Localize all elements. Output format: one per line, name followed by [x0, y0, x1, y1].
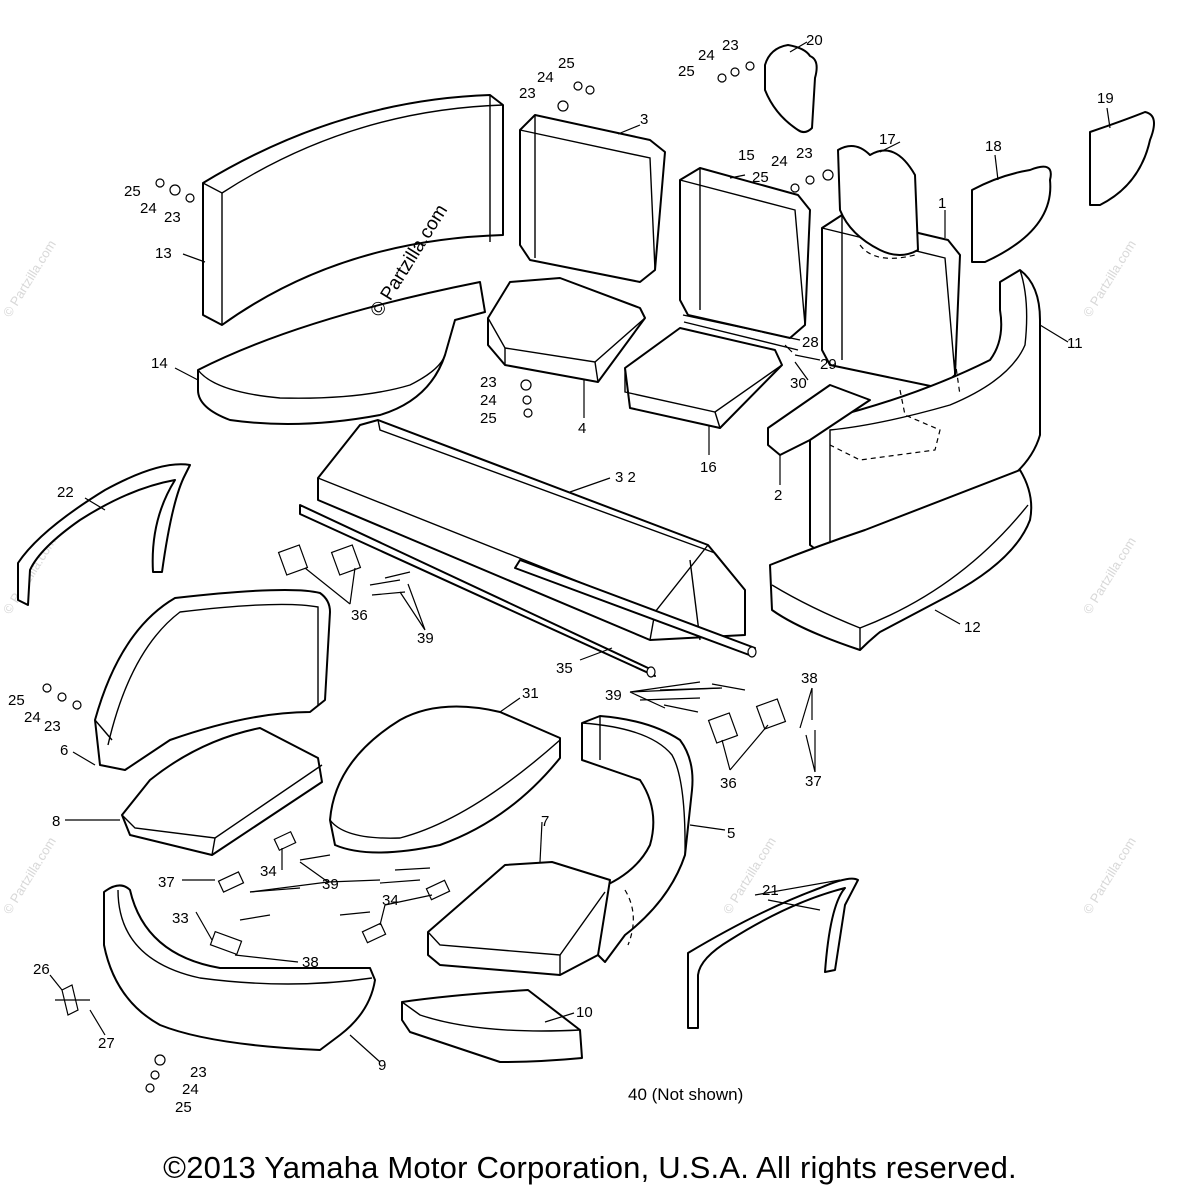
callout-label: 39 — [417, 630, 434, 647]
leader-lines — [49, 41, 1111, 1063]
part-28-strap — [682, 314, 801, 351]
callout-label: 19 — [1097, 90, 1114, 107]
part-7-seat — [427, 861, 611, 976]
callout-label: 25 — [8, 692, 25, 709]
watermark-faint: © Partzilla.com — [0, 834, 59, 916]
part-10-wedge — [401, 989, 583, 1063]
callout-label: 34 — [382, 892, 399, 909]
callout-label: 37 — [158, 874, 175, 891]
part-14-base-cushion — [197, 281, 486, 425]
callout-label: 23 — [796, 145, 813, 162]
callout-label: 7 — [541, 813, 549, 830]
callout-label: 5 — [727, 825, 735, 842]
part-19-panel — [1089, 111, 1155, 206]
callout-label: 11 — [1067, 335, 1083, 352]
callout-label: 24 — [182, 1081, 199, 1098]
callout-label: 1 — [938, 195, 946, 212]
watermark-faint: © Partzilla.com — [1080, 237, 1139, 319]
callout-label: 3 — [640, 111, 648, 128]
callout-label: 16 — [700, 459, 717, 476]
callout-label: 24 — [480, 392, 497, 409]
not-shown-note: 40 (Not shown) — [628, 1085, 743, 1104]
callout-label: 28 — [802, 334, 819, 351]
callout-label: 14 — [151, 355, 168, 372]
part-20-panel — [764, 44, 818, 134]
callout-label: 23 — [190, 1064, 207, 1081]
part-5-curved-back — [581, 715, 694, 963]
part-8-seat-cushion — [121, 727, 323, 856]
part-35-rod — [299, 504, 757, 678]
callout-label: 12 — [964, 619, 981, 636]
callout-label: 10 — [576, 1004, 593, 1021]
callout-label: 30 — [790, 375, 807, 392]
callout-label: 3 2 — [615, 469, 636, 486]
part-12-curved-base — [769, 469, 1033, 651]
callout-label: 21 — [762, 882, 779, 899]
callout-label: 29 — [820, 356, 837, 373]
copyright-footer: ©2013 Yamaha Motor Corporation, U.S.A. A… — [163, 1150, 1017, 1185]
callout-label: 6 — [60, 742, 68, 759]
part-15-back-cushion — [679, 167, 811, 339]
callout-label: 23 — [722, 37, 739, 54]
callout-label: 35 — [556, 660, 573, 677]
callout-label: 34 — [260, 863, 277, 880]
part-22-trim-panel — [17, 463, 191, 606]
part-31-cushion — [329, 705, 561, 854]
callout-label: 17 — [879, 131, 896, 148]
part-3-back-cushion — [519, 114, 666, 283]
callout-label: 9 — [378, 1057, 386, 1074]
part-6-back-cushion — [94, 588, 331, 771]
callout-label: 24 — [771, 153, 788, 170]
callout-label: 24 — [537, 69, 554, 86]
callout-label: 33 — [172, 910, 189, 927]
callout-label: 37 — [805, 773, 822, 790]
watermark-faint: © Partzilla.com — [1080, 834, 1139, 916]
hardware — [42, 61, 834, 1093]
callout-label: 23 — [44, 718, 61, 735]
part-18-panel — [971, 165, 1052, 263]
part-2-seat — [767, 384, 871, 456]
callout-label: 24 — [698, 47, 715, 64]
callout-label: 36 — [720, 775, 737, 792]
callout-label: 13 — [155, 245, 172, 262]
part-4-seat-cushion — [487, 277, 646, 383]
part-9-curved-front — [103, 884, 376, 1051]
watermark-faint: © Partzilla.com — [1080, 534, 1139, 616]
callout-label: 20 — [806, 32, 823, 49]
callout-label: 27 — [98, 1035, 115, 1052]
watermark-faint: © Partzilla.com — [720, 834, 779, 916]
callout-label: 24 — [24, 709, 41, 726]
callout-label: 22 — [57, 484, 74, 501]
callout-label: 15 — [738, 147, 755, 164]
callout-label: 23 — [164, 209, 181, 226]
part-13-back-cushion — [202, 94, 504, 326]
part-32-long-cushion — [317, 419, 746, 641]
callout-label: 23 — [519, 85, 536, 102]
callout-label: 25 — [124, 183, 141, 200]
callout-label: 39 — [605, 687, 622, 704]
callout-label: 23 — [480, 374, 497, 391]
callout-label: 25 — [558, 55, 575, 72]
callout-label: 25 — [175, 1099, 192, 1116]
callout-label: 25 — [480, 410, 497, 427]
callout-label: 25 — [752, 169, 769, 186]
part-21-trim-panel — [687, 877, 859, 1029]
callout-label: 36 — [351, 607, 368, 624]
watermark-faint: © Partzilla.com — [0, 237, 59, 319]
callout-labels: 1 2 3 4 5 6 7 8 9 10 11 12 13 14 15 16 1… — [8, 32, 1114, 1116]
callout-label: 25 — [678, 63, 695, 80]
parts-diagram: © Partzilla.com © Partzilla.com © Partzi… — [0, 32, 1155, 1116]
callout-label: 8 — [52, 813, 60, 830]
callout-label: 38 — [302, 954, 319, 971]
callout-label: 4 — [578, 420, 586, 437]
callout-label: 39 — [322, 876, 339, 893]
callout-label: 2 — [774, 487, 782, 504]
callout-label: 31 — [522, 685, 539, 702]
part-17-panel — [837, 145, 919, 259]
callout-label: 24 — [140, 200, 157, 217]
callout-label: 38 — [801, 670, 818, 687]
callout-label: 26 — [33, 961, 50, 978]
callout-label: 18 — [985, 138, 1002, 155]
part-16-seat-cushion — [624, 327, 783, 429]
